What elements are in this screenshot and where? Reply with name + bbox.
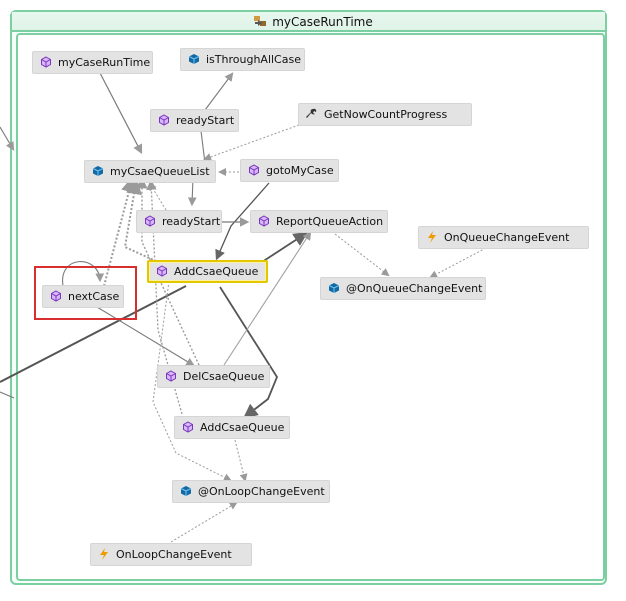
- node-mycsaequeuelist[interactable]: myCsaeQueueList: [84, 160, 216, 183]
- node-isthroughallcase[interactable]: isThroughAllCase: [180, 48, 305, 71]
- node-onqueuechangeevent[interactable]: OnQueueChangeEvent: [418, 226, 589, 249]
- node-onloopchangeevent[interactable]: OnLoopChangeEvent: [90, 543, 252, 566]
- group-title-text: myCaseRunTime: [272, 15, 373, 29]
- node-label: OnLoopChangeEvent: [116, 548, 232, 561]
- node-label: @OnLoopChangeEvent: [198, 485, 325, 498]
- field-icon: [180, 486, 192, 496]
- node-mycaseruntime[interactable]: myCaseRunTime: [32, 51, 153, 74]
- field-icon: [328, 283, 340, 293]
- method-icon: [183, 421, 193, 433]
- node-label: OnQueueChangeEvent: [444, 231, 570, 244]
- node-label: gotoMyCase: [266, 164, 334, 177]
- node-addcsaequeue-lower[interactable]: AddCsaeQueue: [174, 416, 290, 439]
- node-getnowcountprogress[interactable]: GetNowCountProgress: [298, 103, 472, 126]
- node-label: readyStart: [162, 215, 221, 228]
- node-readystart-middle[interactable]: readyStart: [136, 210, 222, 233]
- node-delcsaequeue[interactable]: DelCsaeQueue: [157, 365, 270, 388]
- node-label: ReportQueueAction: [276, 215, 384, 228]
- node-nextcase[interactable]: nextCase: [42, 285, 124, 308]
- class-diagram-icon: [254, 16, 267, 26]
- field-icon: [188, 54, 200, 64]
- event-icon: [100, 548, 108, 560]
- method-icon: [166, 370, 176, 382]
- node-at-onqueuechangeevent[interactable]: @OnQueueChangeEvent: [320, 277, 486, 300]
- node-label: DelCsaeQueue: [183, 370, 265, 383]
- method-icon: [259, 215, 269, 227]
- highlight-annotation-box: [34, 266, 137, 320]
- property-icon: [306, 108, 317, 118]
- node-label: myCsaeQueueList: [110, 165, 210, 178]
- node-label: AddCsaeQueue: [200, 421, 285, 434]
- group-header: [12, 12, 605, 32]
- node-addcsaequeue-selected[interactable]: AddCsaeQueue: [147, 260, 268, 283]
- method-icon: [159, 114, 169, 126]
- node-at-onloopchangeevent[interactable]: @OnLoopChangeEvent: [172, 480, 330, 503]
- method-icon: [145, 215, 155, 227]
- method-icon: [51, 290, 61, 302]
- node-label: isThroughAllCase: [206, 53, 301, 66]
- node-gotomycase[interactable]: gotoMyCase: [240, 159, 339, 182]
- method-icon: [249, 164, 259, 176]
- node-label: GetNowCountProgress: [324, 108, 448, 121]
- event-icon: [428, 231, 436, 243]
- node-label: @OnQueueChangeEvent: [346, 282, 483, 295]
- method-icon: [41, 56, 51, 68]
- node-label: nextCase: [68, 290, 120, 303]
- method-icon: [157, 265, 167, 277]
- node-readystart-top[interactable]: readyStart: [150, 109, 239, 132]
- node-label: myCaseRunTime: [58, 56, 151, 69]
- node-reportqueueaction[interactable]: ReportQueueAction: [250, 210, 388, 233]
- node-label: AddCsaeQueue: [174, 265, 259, 278]
- node-label: readyStart: [176, 114, 235, 127]
- field-icon: [92, 166, 104, 176]
- group-title[interactable]: myCaseRunTime: [0, 14, 626, 30]
